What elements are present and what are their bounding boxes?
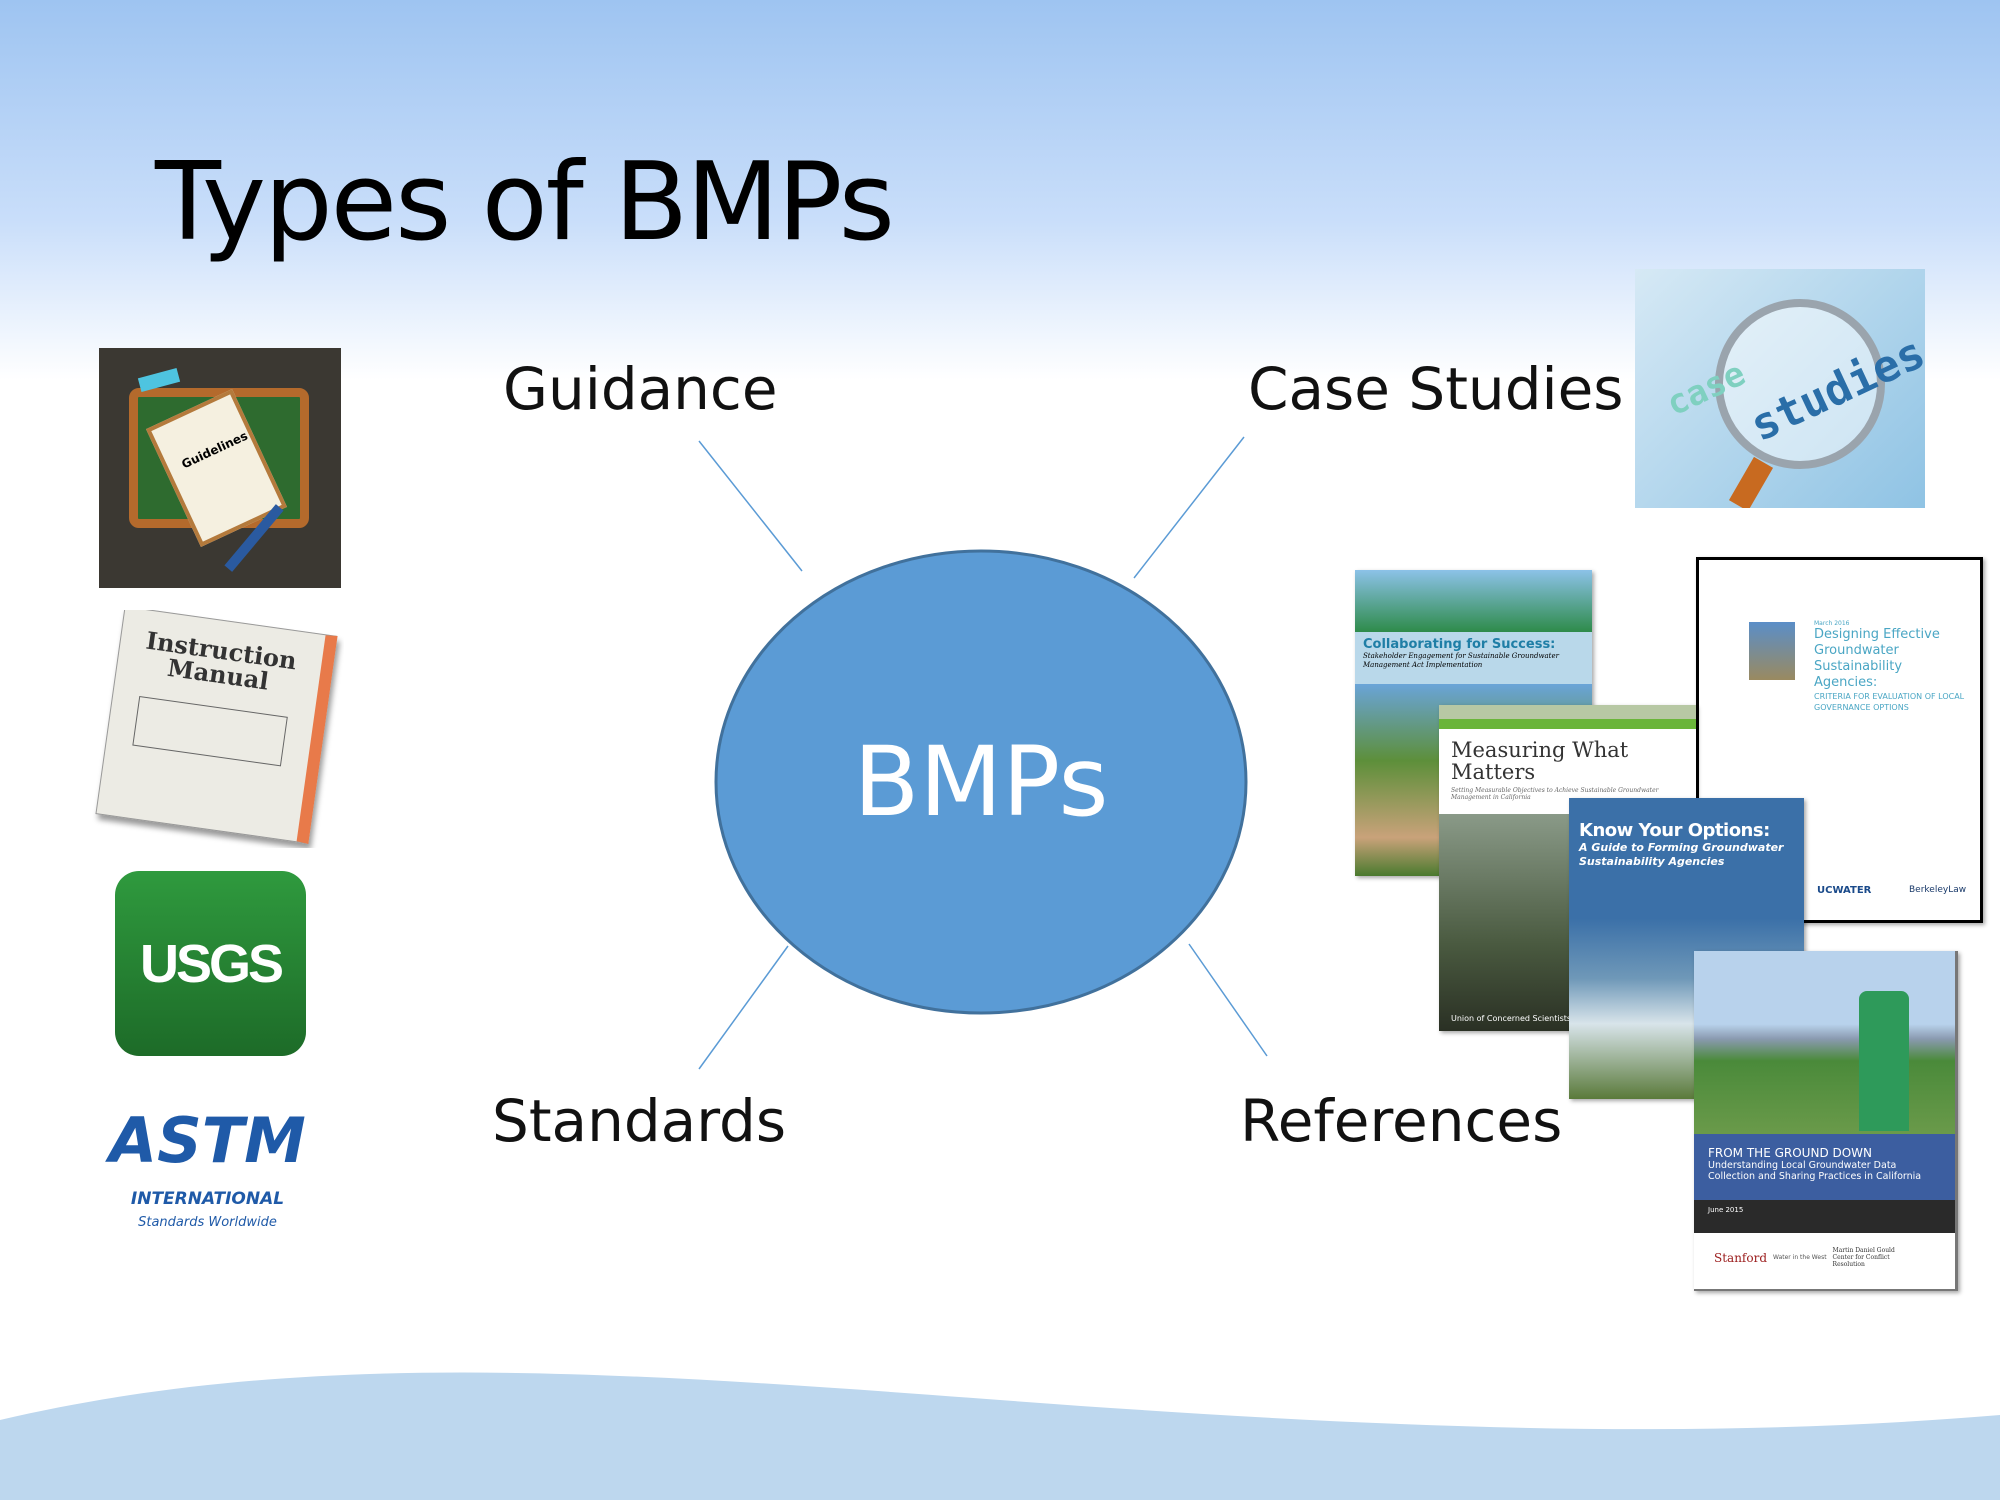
connector-standards	[698, 945, 789, 1070]
slide-title: Types of BMPs	[155, 140, 895, 265]
branch-standards: Standards	[492, 1087, 787, 1155]
doc-title: Designing Effective Groundwater Sustaina…	[1814, 627, 1940, 690]
doc-title: Measuring What Matters	[1451, 738, 1629, 784]
doc-title: Know Your Options:	[1579, 820, 1770, 841]
center-label: BMPs	[853, 726, 1109, 838]
doc-org: Union of Concerned Scientists	[1451, 1014, 1572, 1023]
connector-case-studies	[1133, 436, 1245, 579]
center-ellipse	[714, 549, 1248, 1015]
doc-date: June 2015	[1694, 1200, 1955, 1233]
case-studies-image: case studies	[1635, 269, 1925, 508]
guidelines-clipboard-image: Guidelines	[99, 348, 341, 588]
bottom-wave	[0, 1372, 2000, 1500]
stanford-logo: Stanford	[1714, 1250, 1768, 1265]
berkeley-law-logo: BerkeleyLaw	[1909, 885, 1967, 895]
usgs-logo: USGS	[115, 871, 306, 1056]
branch-case-studies: Case Studies	[1248, 355, 1624, 423]
doc-title: FROM THE GROUND DOWN	[1708, 1146, 1873, 1160]
astm-mark: ASTM	[109, 1104, 306, 1177]
water-in-the-west: Water in the West	[1773, 1254, 1827, 1261]
connector-guidance	[698, 440, 803, 572]
branch-guidance: Guidance	[503, 355, 778, 423]
doc-date: March 2016	[1814, 620, 1850, 627]
doc-from-the-ground-down: FROM THE GROUND DOWN Understanding Local…	[1694, 951, 1958, 1291]
doc-subtitle: Stakeholder Engagement for Sustainable G…	[1363, 652, 1559, 669]
connector-references	[1188, 943, 1268, 1057]
branch-references: References	[1240, 1087, 1563, 1155]
ucwater-logo: UCWATER	[1817, 885, 1872, 896]
gould-center: Martin Daniel Gould Center for Conflict …	[1832, 1247, 1895, 1268]
usgs-text: USGS	[139, 933, 284, 994]
doc-subtitle: A Guide to Forming Groundwater Sustainab…	[1579, 841, 1784, 868]
doc-designing-effective-gsas: March 2016 Designing Effective Groundwat…	[1696, 557, 1983, 923]
doc-subtitle: Understanding Local Groundwater Data Col…	[1708, 1160, 1922, 1182]
doc-title: Collaborating for Success:	[1363, 637, 1556, 652]
astm-name: INTERNATIONAL	[130, 1189, 285, 1209]
astm-logo: ASTM INTERNATIONAL Standards Worldwide	[105, 1084, 310, 1292]
astm-tagline: Standards Worldwide	[138, 1215, 277, 1230]
doc-subtitle: Setting Measurable Objectives to Achieve…	[1451, 787, 1659, 801]
doc-subtitle: CRITERIA FOR EVALUATION OF LOCAL GOVERNA…	[1814, 692, 1965, 712]
